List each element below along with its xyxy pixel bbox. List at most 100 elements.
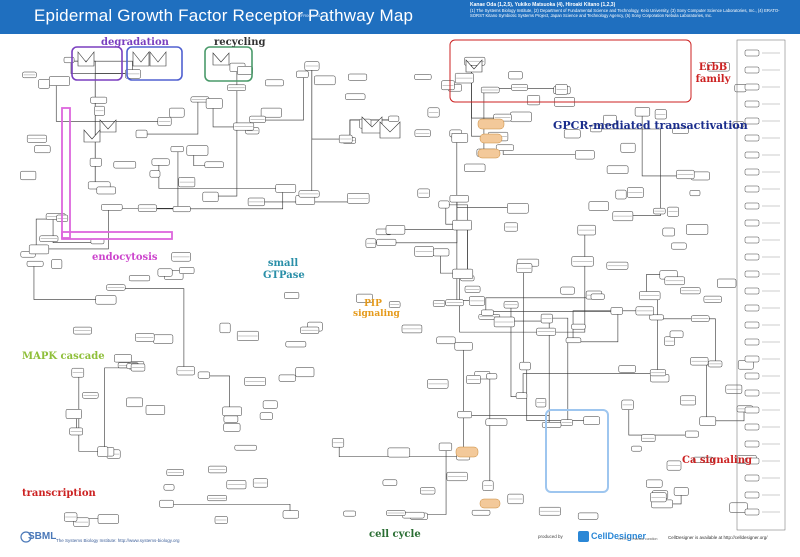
species-node: [382, 479, 398, 486]
region-label-endocytosis: endocytosis: [92, 252, 158, 263]
orange-node-1: [477, 118, 505, 130]
reaction-edge: [166, 503, 291, 515]
species-node: [433, 248, 450, 257]
region-label-erbb-family: ErbB family: [695, 62, 731, 85]
species-node: [603, 114, 617, 125]
legend-glyph: [744, 270, 760, 278]
reaction-edge: [522, 373, 658, 397]
species-node: [734, 84, 747, 93]
reaction-edge: [305, 65, 313, 195]
reaction-edge: [526, 366, 591, 422]
species-node: [732, 121, 745, 128]
reaction-edge: [52, 217, 98, 244]
legend-glyph: [744, 83, 760, 91]
species-node: [577, 512, 599, 520]
species-node: [101, 204, 123, 211]
legend-glyph: [744, 457, 760, 465]
reaction-edge: [656, 318, 716, 365]
species-node: [169, 107, 185, 118]
species-node: [222, 406, 242, 416]
reaction-edge: [33, 265, 103, 300]
species-node: [707, 62, 730, 72]
species-node: [610, 307, 623, 315]
species-node: [457, 411, 472, 419]
orange-node-4: [455, 446, 479, 458]
reaction-edge: [372, 199, 458, 244]
species-node: [699, 416, 717, 426]
institute-link[interactable]: The Systems Biology Institute: http://ww…: [56, 538, 180, 543]
reaction-edge: [55, 80, 165, 122]
reaction-edge: [461, 346, 464, 457]
reaction-edge: [35, 218, 64, 249]
legend-panel: [736, 39, 786, 531]
species-node: [186, 145, 209, 156]
region-label-degradation: degradation: [101, 37, 169, 48]
species-node: [296, 70, 309, 78]
species-node: [113, 161, 137, 169]
legend-glyph: [744, 372, 760, 380]
species-node: [685, 430, 699, 438]
species-node: [486, 373, 498, 380]
reaction-edge: [573, 311, 619, 343]
species-node: [28, 244, 50, 255]
legend-glyph: [744, 219, 760, 227]
species-node: [26, 260, 44, 267]
reaction-edge: [706, 409, 745, 422]
species-node: [414, 74, 432, 80]
reaction-edge: [205, 375, 230, 411]
species-node: [634, 107, 651, 117]
species-node: [662, 227, 675, 237]
species-node: [284, 292, 300, 299]
species-node: [159, 499, 174, 508]
reaction-edge: [502, 148, 583, 155]
species-node: [495, 144, 514, 151]
species-node: [128, 275, 151, 282]
species-node: [348, 73, 368, 81]
legend-glyph: [744, 474, 760, 482]
legend-glyph: [744, 389, 760, 397]
reaction-edge: [548, 317, 569, 424]
endocytosis-bar-bottom: [61, 231, 173, 240]
legend-glyph: [744, 440, 760, 448]
pathway-diagram: [20, 39, 786, 531]
species-node: [149, 170, 161, 178]
species-node: [692, 456, 714, 463]
legend-glyph: [744, 253, 760, 261]
reaction-edge: [209, 67, 238, 197]
degradation-box-left: [71, 46, 123, 81]
reaction-edge: [256, 74, 304, 121]
species-node: [295, 367, 315, 378]
species-node: [376, 238, 397, 246]
species-nodes: [20, 49, 780, 527]
species-node: [223, 415, 239, 423]
species-node: [618, 365, 636, 373]
species-node: [452, 219, 472, 231]
legend-glyph: [744, 491, 760, 499]
map-code: EGFR0000-01: [295, 13, 321, 18]
species-node: [89, 157, 102, 167]
species-node: [588, 201, 609, 211]
legend-glyph: [744, 202, 760, 210]
legend-glyph: [744, 168, 760, 176]
reaction-edge: [36, 208, 109, 250]
legend-glyph: [744, 66, 760, 74]
species-node: [507, 203, 529, 214]
species-node: [387, 447, 411, 458]
species-node: [590, 293, 605, 300]
legend-glyph: [744, 508, 760, 516]
legend-glyph: [744, 134, 760, 142]
legend-glyph: [744, 151, 760, 159]
species-node: [97, 514, 119, 524]
species-node: [356, 293, 373, 303]
species-node: [385, 225, 406, 235]
availability-link[interactable]: CellDesigner is available at http://cell…: [668, 535, 768, 540]
author-block: Kanae Oda (1,2,5), Yukiko Matsuoka (4), …: [470, 3, 790, 19]
species-node: [202, 191, 219, 202]
reaction-edge: [706, 364, 716, 421]
species-node: [646, 479, 663, 488]
species-node: [153, 334, 174, 344]
legend-glyph: [744, 100, 760, 108]
reaction-edge: [459, 273, 544, 333]
species-node: [649, 314, 664, 321]
